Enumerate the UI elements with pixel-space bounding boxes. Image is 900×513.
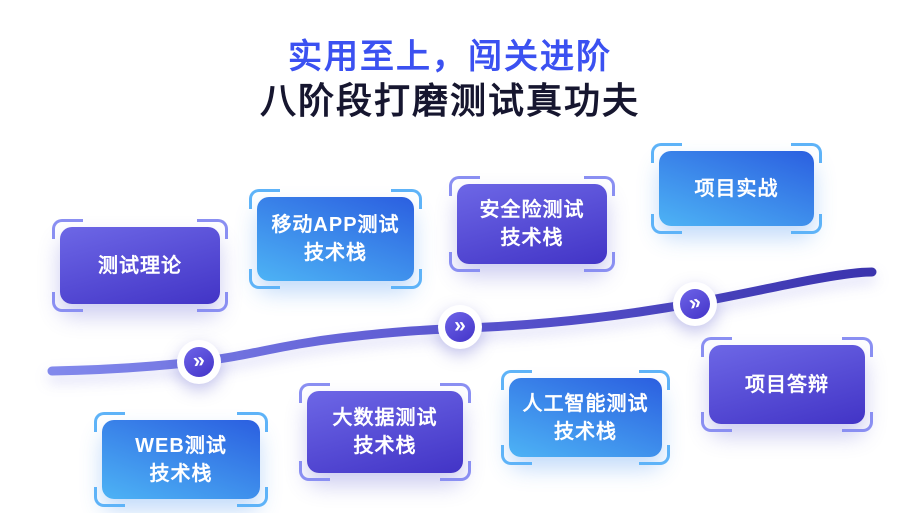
corner-bracket-icon bbox=[249, 189, 280, 209]
chevron-marker-badge-1: » bbox=[177, 340, 221, 384]
corner-bracket-icon bbox=[237, 487, 268, 507]
stage-label: 大数据测试 技术栈 bbox=[333, 404, 438, 460]
stage-label-line2: 技术栈 bbox=[353, 435, 417, 457]
corner-bracket-icon bbox=[701, 337, 732, 357]
stage-label-line1: 测试理论 bbox=[98, 254, 182, 277]
corner-bracket-icon bbox=[651, 214, 682, 234]
chevron-marker-badge-2: » bbox=[438, 305, 482, 349]
corner-bracket-icon bbox=[237, 412, 268, 432]
double-chevron-right-icon: » bbox=[686, 289, 704, 315]
corner-bracket-icon bbox=[440, 383, 471, 403]
stage-label: WEB测试 技术栈 bbox=[135, 432, 227, 488]
corner-bracket-icon bbox=[791, 214, 822, 234]
corner-bracket-icon bbox=[449, 252, 480, 272]
stage-label-line2: 技术栈 bbox=[500, 227, 564, 249]
corner-bracket-icon bbox=[639, 370, 670, 390]
stage-label-line1: 人工智能测试 bbox=[522, 392, 649, 415]
double-chevron-right-icon: » bbox=[454, 313, 466, 337]
stage-card-security-testing: 安全险测试 技术栈 bbox=[449, 176, 615, 272]
corner-bracket-icon bbox=[791, 143, 822, 163]
corner-bracket-icon bbox=[94, 412, 125, 432]
corner-bracket-icon bbox=[299, 383, 330, 403]
stage-card-project-defense: 项目答辩 bbox=[701, 337, 873, 432]
chevron-marker-circle: » bbox=[680, 289, 710, 319]
stage-card-big-data-testing: 大数据测试 技术栈 bbox=[299, 383, 471, 481]
stage-card-web-testing: WEB测试 技术栈 bbox=[94, 412, 268, 507]
stage-card-test-theory: 测试理论 bbox=[52, 219, 228, 312]
corner-bracket-icon bbox=[52, 292, 83, 312]
corner-bracket-icon bbox=[501, 445, 532, 465]
corner-bracket-icon bbox=[197, 219, 228, 239]
stage-label-line1: WEB测试 bbox=[135, 434, 227, 457]
title-line-accent: 实用至上，闯关进阶 bbox=[288, 38, 612, 76]
stage-label: 移动APP测试 技术栈 bbox=[271, 211, 399, 267]
corner-bracket-icon bbox=[842, 412, 873, 432]
corner-bracket-icon bbox=[501, 370, 532, 390]
corner-bracket-icon bbox=[639, 445, 670, 465]
stage-label-line1: 项目答辩 bbox=[745, 373, 829, 396]
corner-bracket-icon bbox=[299, 461, 330, 481]
corner-bracket-icon bbox=[440, 461, 471, 481]
corner-bracket-icon bbox=[701, 412, 732, 432]
corner-bracket-icon bbox=[197, 292, 228, 312]
stage-card-project-practice: 项目实战 bbox=[651, 143, 822, 234]
stage-label-line1: 移动APP测试 bbox=[271, 214, 400, 236]
corner-bracket-icon bbox=[52, 219, 83, 239]
chevron-marker-circle: » bbox=[184, 347, 214, 377]
stage-label-line1: 大数据测试 bbox=[332, 407, 438, 429]
corner-bracket-icon bbox=[651, 143, 682, 163]
stage-label: 项目答辩 bbox=[745, 371, 829, 399]
corner-bracket-icon bbox=[842, 337, 873, 357]
stage-label-line1: 安全险测试 bbox=[479, 199, 585, 221]
corner-bracket-icon bbox=[391, 189, 422, 209]
stage-card-mobile-app-testing: 移动APP测试 技术栈 bbox=[249, 189, 422, 289]
stage-card-ai-testing: 人工智能测试 技术栈 bbox=[501, 370, 670, 465]
stage-label: 人工智能测试 技术栈 bbox=[523, 390, 649, 446]
corner-bracket-icon bbox=[391, 269, 422, 289]
stage-label: 测试理论 bbox=[98, 252, 182, 280]
corner-bracket-icon bbox=[249, 269, 280, 289]
stage-label-line1: 项目实战 bbox=[694, 177, 779, 200]
corner-bracket-icon bbox=[584, 252, 615, 272]
chevron-marker-badge-3: » bbox=[673, 282, 717, 326]
chevron-marker-circle: » bbox=[445, 312, 475, 342]
corner-bracket-icon bbox=[449, 176, 480, 196]
double-chevron-right-icon: » bbox=[191, 347, 207, 373]
stage-label: 安全险测试 技术栈 bbox=[480, 196, 585, 252]
stage-label-line2: 技术栈 bbox=[149, 462, 213, 485]
corner-bracket-icon bbox=[94, 487, 125, 507]
corner-bracket-icon bbox=[584, 176, 615, 196]
title-line-main: 八阶段打磨测试真功夫 bbox=[259, 80, 640, 121]
stage-label-line2: 技术栈 bbox=[304, 242, 367, 264]
stage-label-line2: 技术栈 bbox=[554, 420, 617, 443]
page-title: 实用至上，闯关进阶 八阶段打磨测试真功夫 bbox=[0, 40, 900, 119]
stage-label: 项目实战 bbox=[695, 175, 779, 203]
